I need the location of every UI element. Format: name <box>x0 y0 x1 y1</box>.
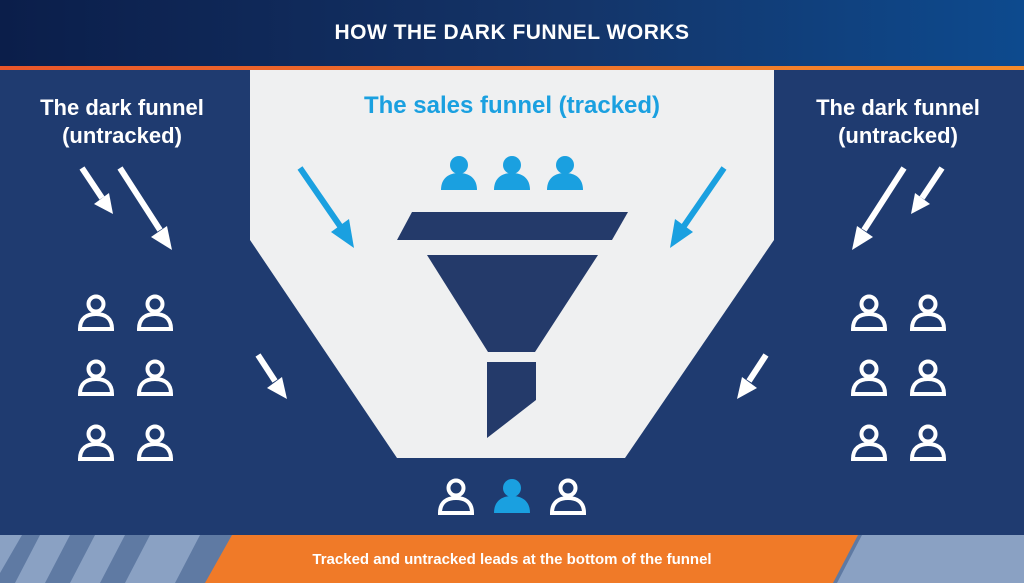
person-icon <box>494 479 530 513</box>
bottom-leads-group <box>438 478 586 515</box>
header-divider <box>0 66 1024 70</box>
page-title: HOW THE DARK FUNNEL WORKS <box>334 21 690 44</box>
outline-person-icon <box>78 294 114 331</box>
outline-person-icon <box>137 359 173 396</box>
outline-person-icon <box>910 359 946 396</box>
blue-arrows <box>297 166 727 248</box>
footer-stripes <box>0 535 1024 583</box>
footer-banner <box>205 535 858 583</box>
arrow-icon <box>79 166 113 214</box>
footer-band <box>0 535 1024 583</box>
outline-person-icon <box>78 424 114 461</box>
outline-person-icon <box>910 424 946 461</box>
outline-person-icon <box>550 478 586 515</box>
arrow-icon <box>737 353 769 399</box>
white-arrows <box>79 166 945 399</box>
outline-person-icon <box>137 294 173 331</box>
right-dark-funnel-label: The dark funnel (untracked) <box>798 94 998 150</box>
arrow-icon <box>852 166 907 250</box>
left-untracked-people <box>78 294 173 461</box>
label-line: (untracked) <box>62 123 182 148</box>
right-untracked-people <box>851 294 946 461</box>
outline-person-icon <box>78 359 114 396</box>
outline-person-icon <box>851 359 887 396</box>
outline-person-icon <box>851 424 887 461</box>
outline-person-icon <box>137 424 173 461</box>
left-dark-funnel-label: The dark funnel (untracked) <box>22 94 222 150</box>
footer-caption: Tracked and untracked leads at the botto… <box>312 551 712 568</box>
arrow-icon <box>297 166 354 248</box>
label-line: The dark funnel <box>40 95 204 120</box>
tracked-people-group <box>441 156 583 190</box>
arrow-icon <box>670 166 727 248</box>
outline-person-icon <box>910 294 946 331</box>
funnel-icon <box>397 212 628 438</box>
outline-person-icon <box>438 478 474 515</box>
outline-person-icon <box>851 294 887 331</box>
label-line: The dark funnel <box>816 95 980 120</box>
arrow-icon <box>255 353 287 399</box>
sales-funnel-title: The sales funnel (tracked) <box>363 92 661 119</box>
label-line: (untracked) <box>838 123 958 148</box>
arrow-icon <box>117 166 172 250</box>
arrow-icon <box>911 166 945 214</box>
header-banner: HOW THE DARK FUNNEL WORKS <box>0 0 1024 66</box>
